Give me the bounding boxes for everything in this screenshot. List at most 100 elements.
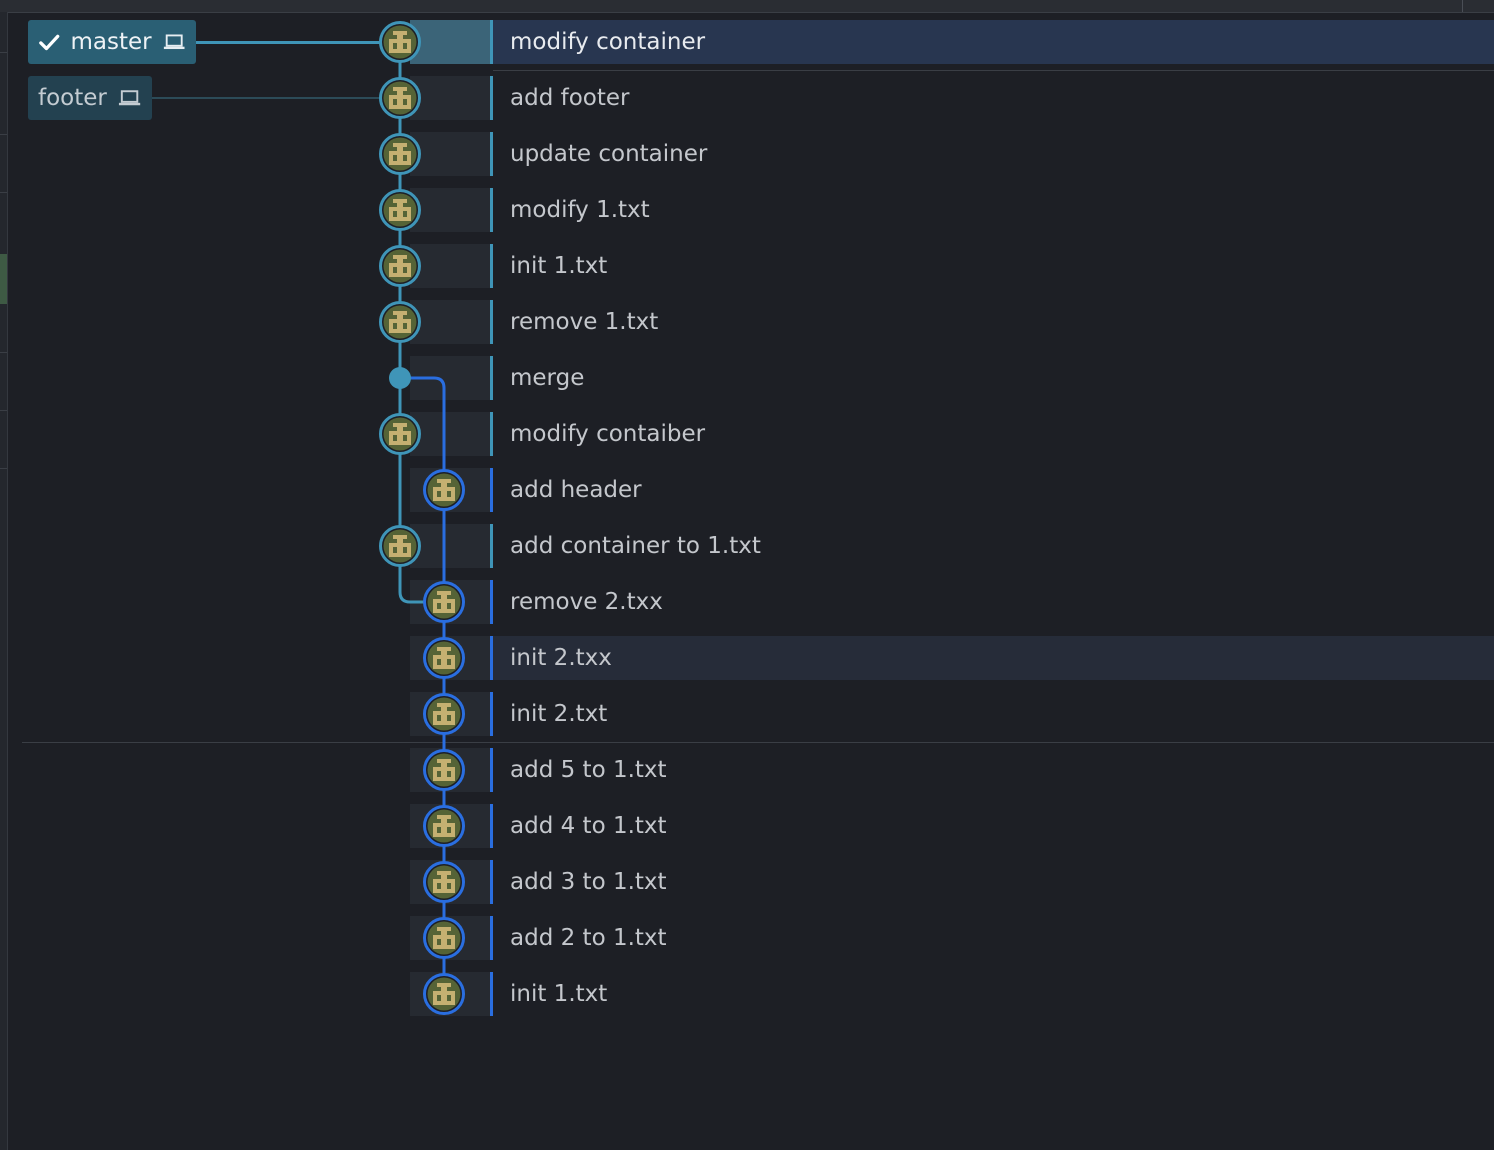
commit-message: add header <box>510 477 642 503</box>
branch-name: master <box>70 29 152 55</box>
avatar-pixel <box>433 945 455 949</box>
avatar-pixel <box>397 435 403 441</box>
avatar-pixel <box>389 99 393 105</box>
lane-indicator <box>490 356 493 400</box>
avatar-pixel <box>433 939 437 945</box>
avatar-pixel <box>393 199 407 203</box>
commit-message: modify 1.txt <box>510 197 650 223</box>
commit-row-background <box>493 20 1494 64</box>
top-toolbar <box>0 0 1494 13</box>
avatar-pixel <box>389 211 393 217</box>
commit-avatar <box>379 245 421 287</box>
commit-row[interactable]: init 2.txt <box>0 692 1494 736</box>
avatar-pixel <box>437 703 451 707</box>
avatar-pixel <box>441 715 447 721</box>
left-edge-divider <box>0 352 7 353</box>
avatar-pixel <box>433 833 455 837</box>
avatar-pixel <box>389 263 411 267</box>
commit-row[interactable]: modify container <box>0 20 1494 64</box>
avatar-pixel <box>407 43 411 49</box>
commit-row[interactable]: init 1.txt <box>0 972 1494 1016</box>
commit-row[interactable]: modify 1.txt <box>0 188 1494 232</box>
avatar-pixel <box>433 823 455 827</box>
avatar-pixel <box>441 491 447 497</box>
commit-avatar <box>423 861 465 903</box>
avatar-pixel <box>433 995 437 1001</box>
branch-tag-master[interactable]: master <box>28 20 196 64</box>
commit-row-background <box>493 244 1494 288</box>
avatar-pixel <box>407 323 411 329</box>
avatar-pixel <box>397 547 403 553</box>
commit-message: init 2.txx <box>510 645 612 671</box>
lane-indicator <box>490 76 493 120</box>
branch-name: footer <box>38 85 107 111</box>
commit-message: init 1.txt <box>510 981 608 1007</box>
avatar-pixel <box>437 927 451 931</box>
avatar-pixel <box>433 767 455 771</box>
avatar-pixel <box>451 939 455 945</box>
commit-avatar <box>423 917 465 959</box>
commit-row[interactable]: init 1.txt <box>0 244 1494 288</box>
avatar-pixel <box>437 759 451 763</box>
commit-row[interactable]: init 2.txx <box>0 636 1494 680</box>
commit-message: update container <box>510 141 708 167</box>
avatar-pixel <box>389 49 411 53</box>
avatar-pixel <box>441 883 447 889</box>
commit-row[interactable]: modify contaiber <box>0 412 1494 456</box>
commit-row[interactable]: remove 2.txx <box>0 580 1494 624</box>
lane-indicator <box>490 244 493 288</box>
avatar-pixel <box>433 609 455 613</box>
avatar-pixel <box>433 771 437 777</box>
avatar-pixel <box>389 39 411 43</box>
commit-row[interactable]: remove 1.txt <box>0 300 1494 344</box>
lane-indicator <box>490 636 493 680</box>
commit-row-background <box>493 972 1494 1016</box>
avatar-pixel <box>407 211 411 217</box>
commit-message: add footer <box>510 85 630 111</box>
lane-indicator <box>490 20 493 64</box>
commit-message: add 5 to 1.txt <box>510 757 667 783</box>
commit-avatar <box>423 469 465 511</box>
avatar-pixel <box>433 935 455 939</box>
avatar-pixel <box>433 659 437 665</box>
avatar-pixel <box>433 665 455 669</box>
master-branch-connector <box>196 41 380 44</box>
avatar-pixel <box>397 43 403 49</box>
commit-row[interactable]: add 3 to 1.txt <box>0 860 1494 904</box>
commit-row[interactable]: add 4 to 1.txt <box>0 804 1494 848</box>
avatar-pixel <box>397 427 403 431</box>
commit-message: add container to 1.txt <box>510 533 761 559</box>
avatar-pixel <box>451 995 455 1001</box>
laptop-icon <box>118 90 141 106</box>
avatar-pixel <box>389 155 393 161</box>
avatar-pixel <box>397 323 403 329</box>
commit-row[interactable]: add header <box>0 468 1494 512</box>
commit-avatar <box>423 637 465 679</box>
commit-row[interactable]: update container <box>0 132 1494 176</box>
commit-avatar <box>379 413 421 455</box>
avatar-pixel <box>451 715 455 721</box>
avatar-pixel <box>441 875 447 879</box>
graph-cell <box>410 188 490 232</box>
commit-row[interactable]: merge <box>0 356 1494 400</box>
lane-indicator <box>490 580 493 624</box>
lane-indicator <box>490 188 493 232</box>
avatar-pixel <box>389 431 411 435</box>
footer-branch-connector <box>152 97 380 99</box>
commit-row[interactable]: add 5 to 1.txt <box>0 748 1494 792</box>
avatar-pixel <box>389 95 411 99</box>
avatar-pixel <box>437 871 451 875</box>
graph-cell <box>410 244 490 288</box>
commit-avatar <box>423 805 465 847</box>
graph-cell <box>410 76 490 120</box>
avatar-pixel <box>433 827 437 833</box>
graph-cell <box>410 524 490 568</box>
avatar-pixel <box>451 827 455 833</box>
commit-row[interactable]: add 2 to 1.txt <box>0 916 1494 960</box>
avatar-pixel <box>407 435 411 441</box>
graph-cell <box>410 300 490 344</box>
commit-row[interactable]: add container to 1.txt <box>0 524 1494 568</box>
branch-tag-footer[interactable]: footer <box>28 76 152 120</box>
avatar-pixel <box>389 553 411 557</box>
